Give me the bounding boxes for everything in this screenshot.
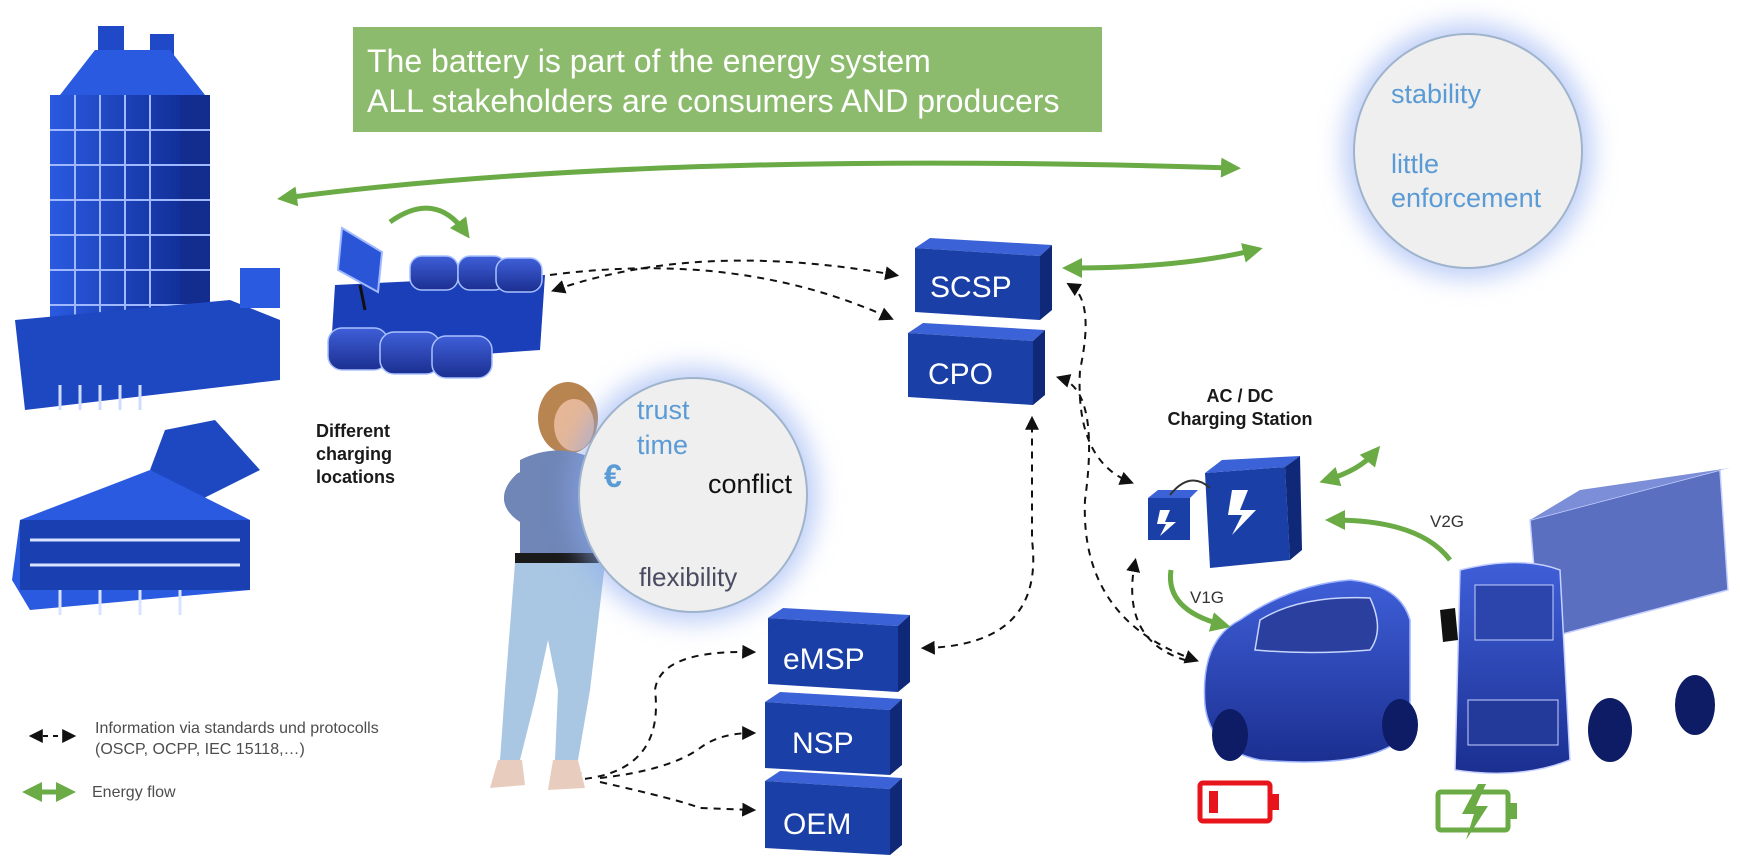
charging-station-line-1: AC / DC — [1206, 386, 1274, 406]
building-icon — [12, 26, 280, 615]
charging-locations-line-1: Different — [316, 421, 391, 441]
energy-flow-scsp-arrow — [1062, 243, 1263, 278]
headline-banner: The battery is part of the energy system… — [353, 27, 1102, 132]
flexibility-text: flexibility — [639, 562, 738, 592]
headline-line-1: The battery is part of the energy system — [367, 43, 931, 79]
battery-charging-icon — [1435, 784, 1517, 840]
enforcement-text: enforcement — [1391, 183, 1542, 213]
info-arrow-person-nsp — [599, 726, 757, 779]
info-arrow-parking-scsp — [551, 259, 900, 294]
cpo-label: CPO — [928, 358, 993, 391]
legend-energy-text: Energy flow — [92, 784, 176, 801]
little-text: little — [1391, 149, 1440, 179]
actor-box-emsp — [768, 608, 910, 692]
charging-locations-line-3: locations — [316, 467, 396, 487]
legend-info-line-2: (OSCP, OCPP, IEC 15118,…) — [95, 741, 305, 758]
energy-flow-v2g-arrow — [1325, 510, 1452, 562]
woman-with-tablet-icon — [490, 382, 658, 790]
info-arrow-cpo-car — [1055, 374, 1199, 664]
oem-label: OEM — [783, 808, 851, 841]
info-arrow-scsp-charger — [1066, 282, 1134, 485]
actor-box-nsp — [765, 692, 902, 775]
time-text: time — [637, 430, 689, 460]
actor-box-cpo — [908, 323, 1045, 405]
charging-station-label: AC / DC Charging Station — [1150, 385, 1330, 431]
energy-flow-grid-arrow — [1319, 445, 1381, 487]
conflict-text: conflict — [708, 469, 793, 499]
legend-info-line-1: Information via standards und protocolls — [95, 720, 379, 737]
nsp-label: NSP — [792, 727, 854, 760]
energy-flow-top-arrow — [277, 157, 1241, 207]
charging-locations-label: Different charging locations — [316, 420, 395, 489]
solar-parking-icon — [327, 205, 545, 379]
tension-bubble: trust time € conflict flexibility — [578, 377, 808, 613]
headline-line-2: ALL stakeholders are consumers AND produ… — [367, 83, 1060, 119]
charging-station-line-2: Charging Station — [1167, 409, 1313, 429]
info-arrow-person-oem — [599, 781, 757, 817]
euro-icon: € — [604, 458, 622, 494]
info-arrow-car-charger — [1126, 557, 1186, 661]
trust-text: trust — [637, 395, 690, 425]
emsp-label: eMSP — [783, 643, 865, 676]
info-arrow-parking-cpo — [549, 267, 894, 321]
actor-box-scsp — [915, 238, 1052, 320]
charging-station-icon — [1148, 456, 1302, 568]
energy-flow-v1g-arrow — [1167, 569, 1231, 632]
electric-truck-icon — [1440, 468, 1730, 775]
battery-low-icon — [1197, 780, 1279, 824]
info-arrow-emsp-cpo — [920, 415, 1039, 655]
charging-locations-line-2: charging — [316, 444, 393, 464]
v2g-label: V2G — [1430, 512, 1465, 531]
v1g-label: V1G — [1190, 588, 1225, 607]
actor-box-oem — [765, 771, 902, 855]
stability-text: stability — [1391, 79, 1482, 109]
stability-bubble: stability little enforcement — [1353, 33, 1583, 269]
info-arrow-person-emsp — [567, 644, 757, 787]
scsp-label: SCSP — [930, 271, 1012, 304]
legend-info-text: Information via standards und protocolls… — [95, 718, 379, 760]
electric-car-icon — [1203, 579, 1418, 763]
